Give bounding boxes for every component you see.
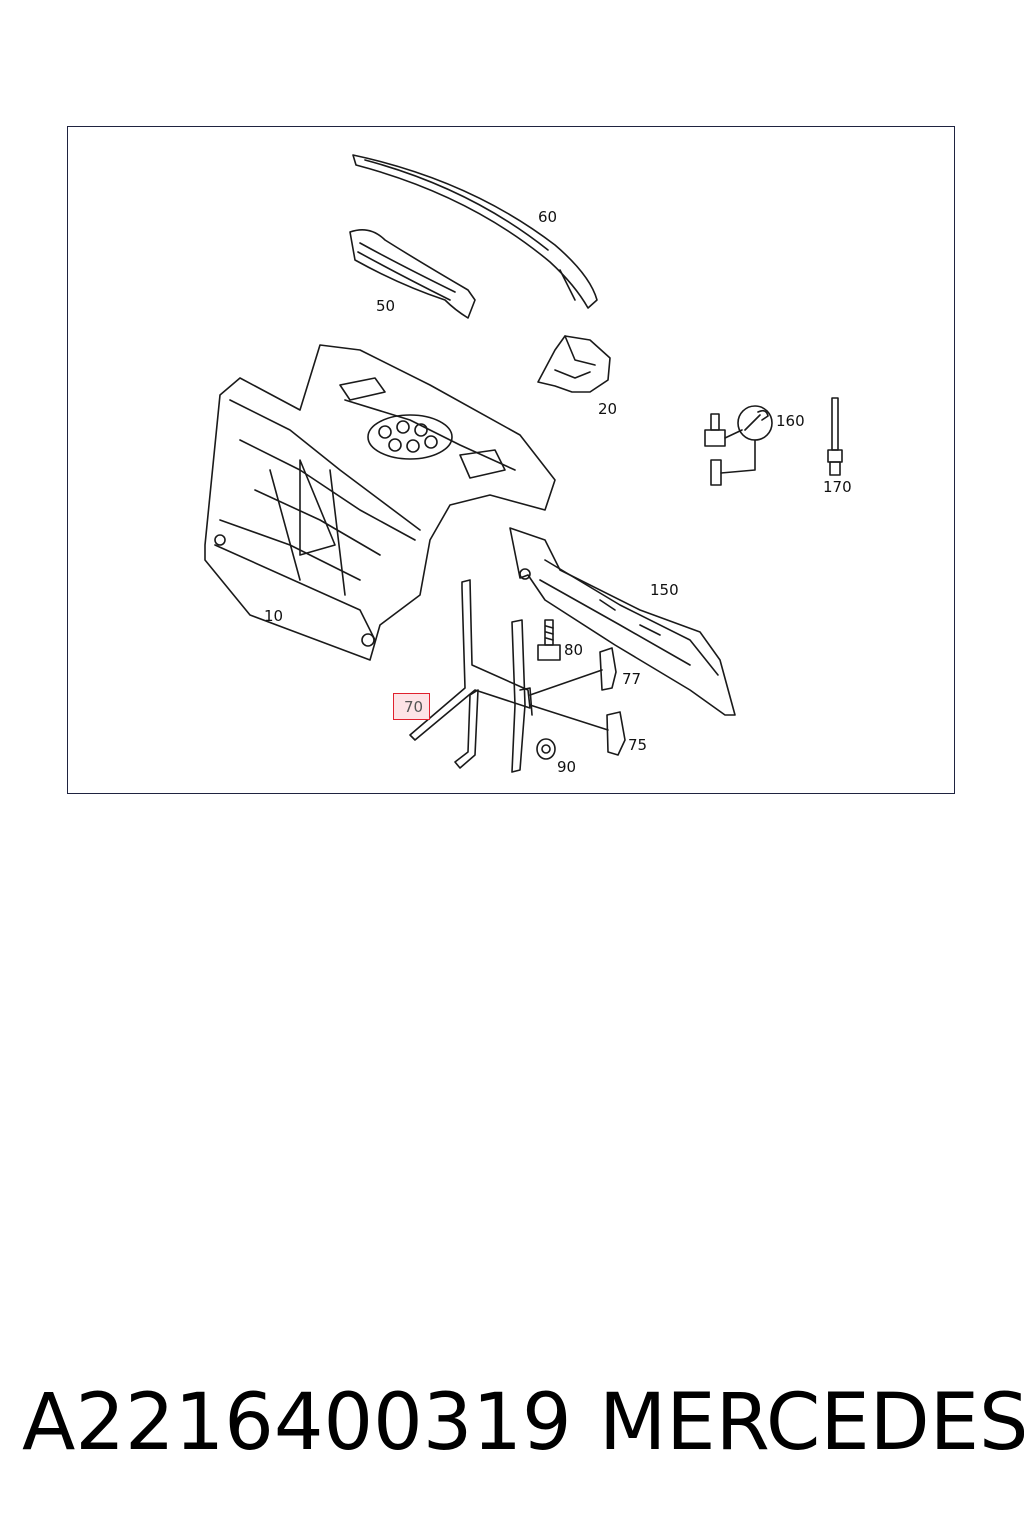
part-160-fastener — [704, 405, 773, 486]
callout-150: 150 — [650, 581, 679, 599]
callout-75: 75 — [628, 736, 648, 754]
part-75-clip — [529, 704, 626, 756]
callout-80: 80 — [564, 641, 584, 659]
part-number: A2216400319 — [22, 1378, 572, 1468]
callout-170: 170 — [823, 478, 852, 496]
part-170-bolt — [827, 397, 843, 476]
part-60-rail — [352, 154, 598, 309]
callout-10: 10 — [264, 607, 284, 625]
callout-70-highlighted[interactable]: 70 — [393, 693, 430, 720]
callout-60: 60 — [538, 208, 558, 226]
part-80-bolt — [537, 619, 561, 661]
part-90-nut — [536, 738, 556, 760]
callout-160: 160 — [776, 412, 805, 430]
part-77-clip — [529, 647, 617, 696]
callout-90: 90 — [557, 758, 577, 776]
bottom-caption: A2216400319 MERCEDES — [22, 1378, 1024, 1468]
brand-name: MERCEDES — [599, 1378, 1024, 1468]
callout-20: 20 — [598, 400, 618, 418]
part-10-rear-panel — [204, 344, 556, 661]
part-20-bracket — [537, 335, 611, 393]
part-70-support — [409, 579, 533, 773]
callout-50: 50 — [376, 297, 396, 315]
part-150-member — [509, 527, 736, 716]
part-50-panel — [349, 229, 476, 319]
callout-77: 77 — [622, 670, 642, 688]
